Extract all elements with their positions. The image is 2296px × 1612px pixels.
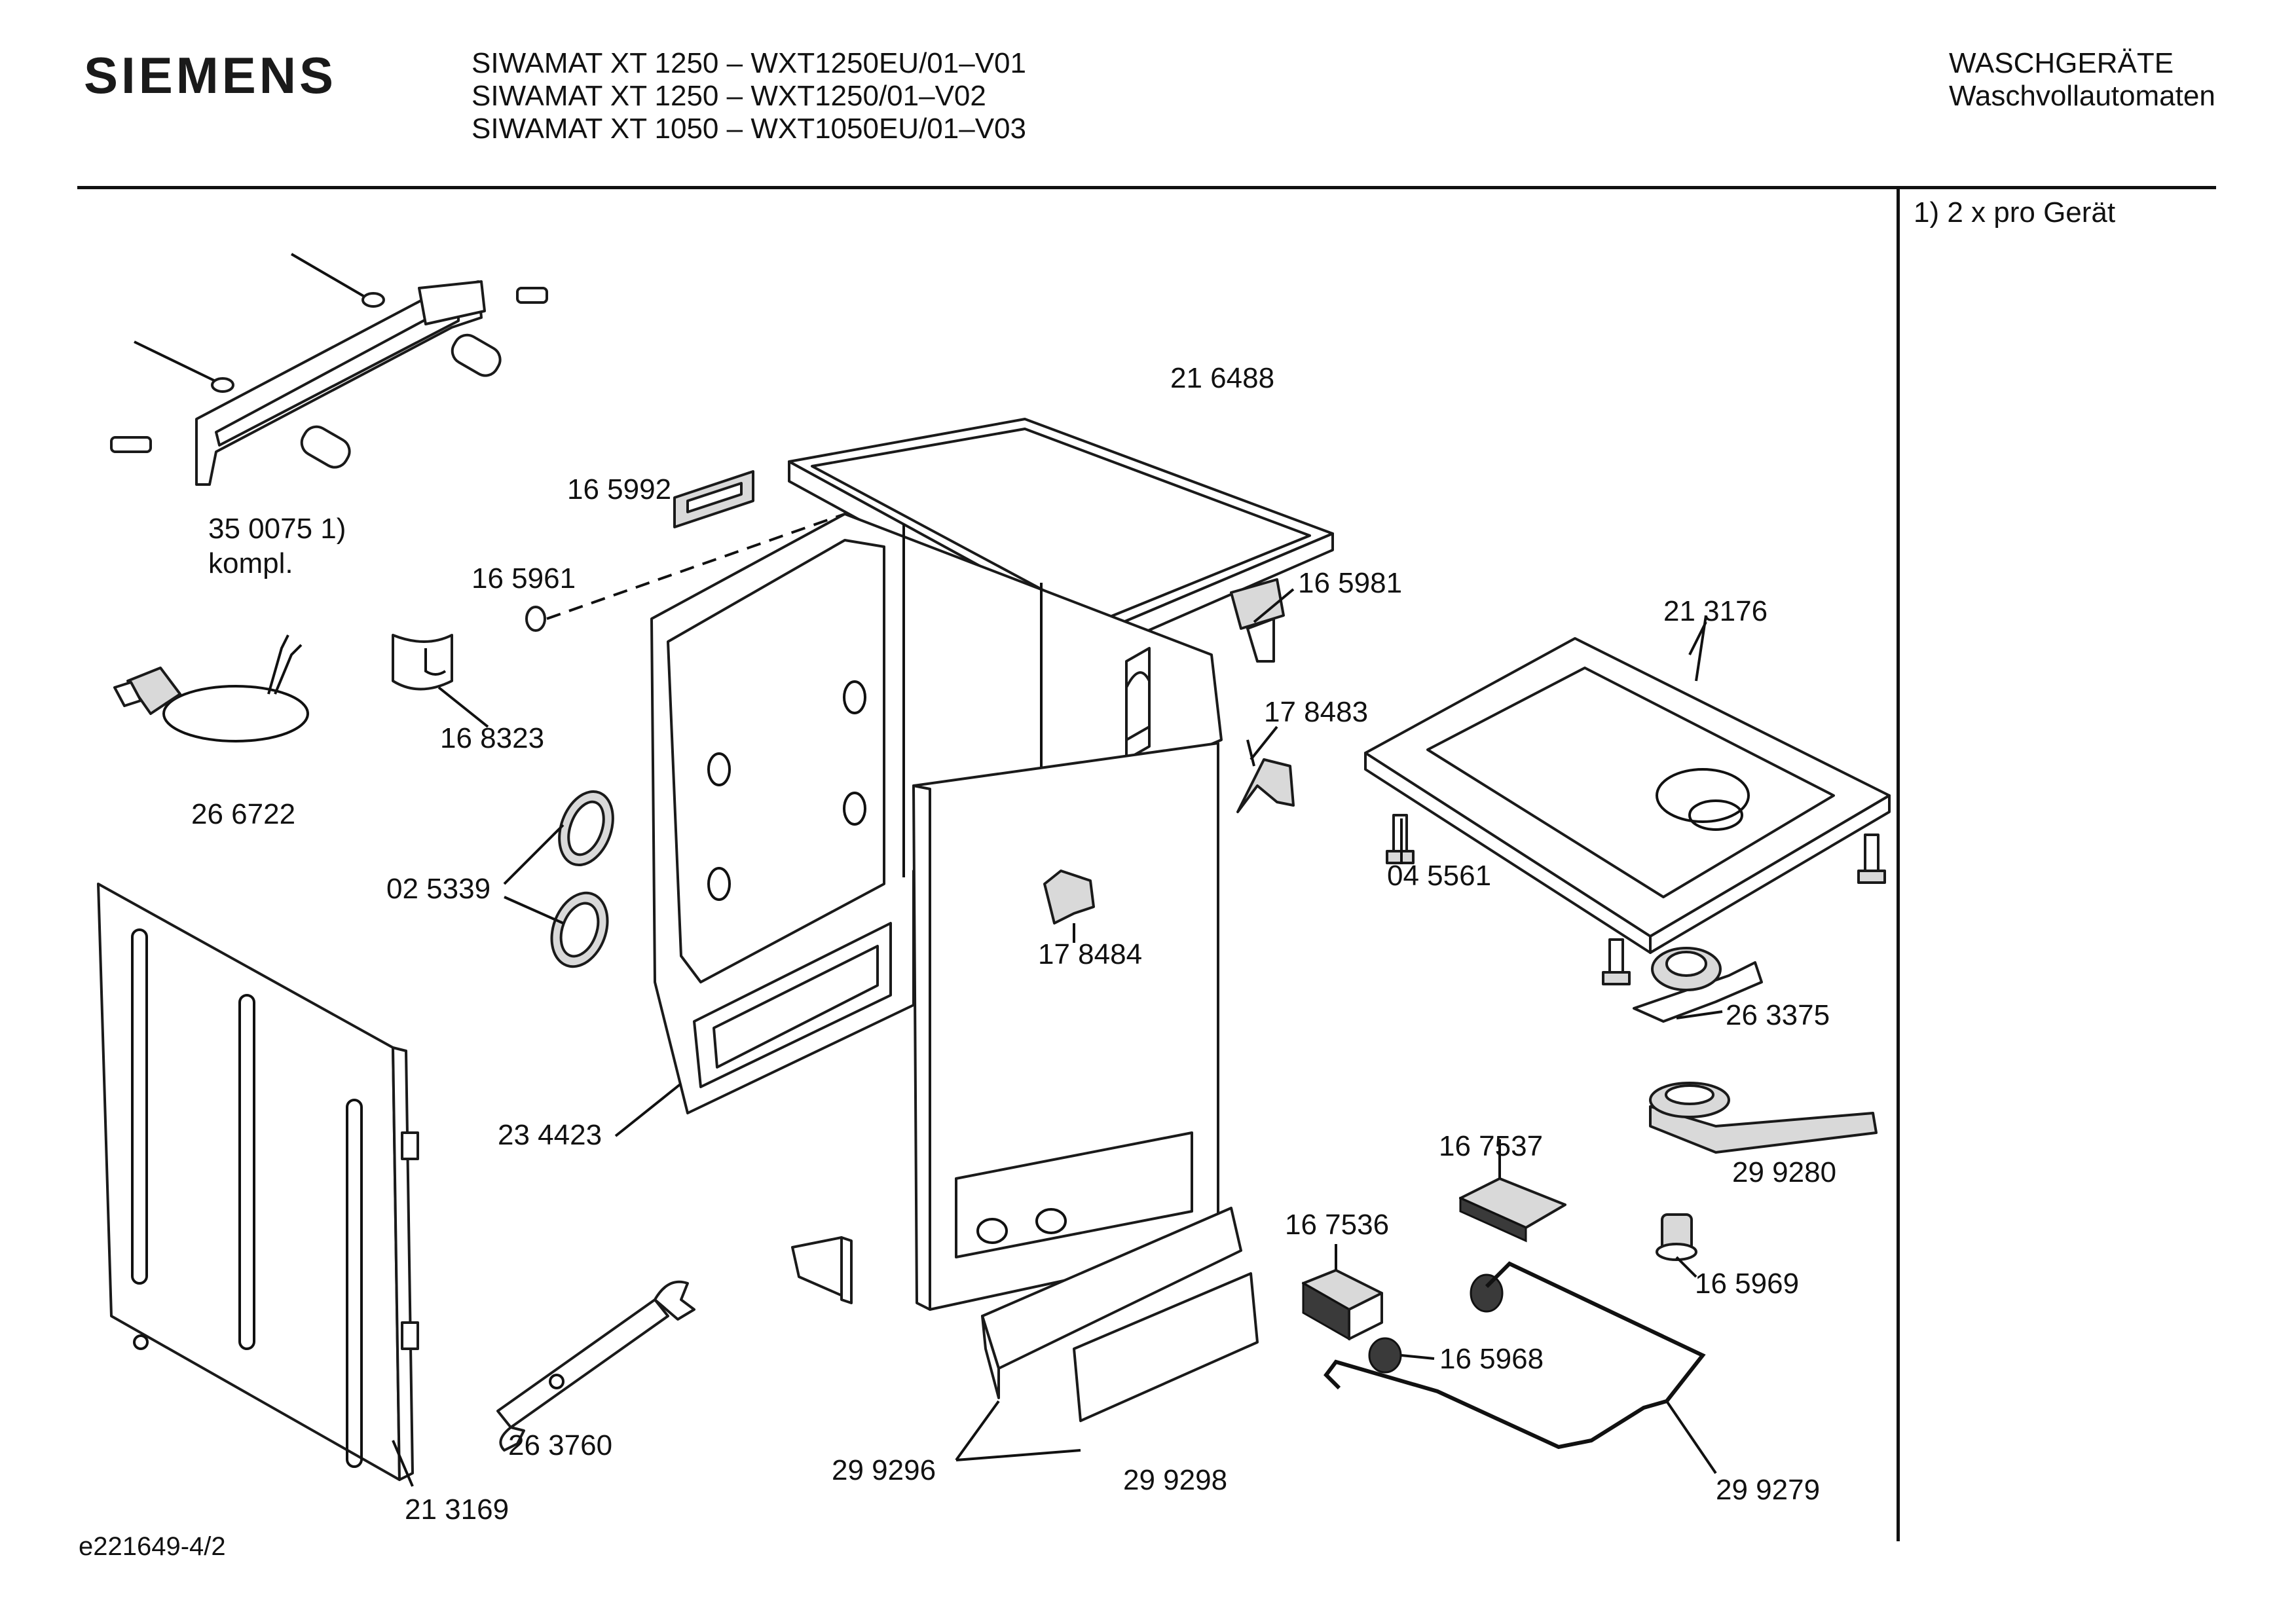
front-panel-drawing bbox=[912, 742, 1219, 1311]
sump-hose-drawing bbox=[1649, 1082, 1878, 1154]
label-35-0075: 35 0075 1) bbox=[208, 513, 346, 545]
label-21-3169: 21 3169 bbox=[405, 1493, 509, 1526]
label-16-5992: 16 5992 bbox=[567, 473, 671, 505]
label-21-3176: 21 3176 bbox=[1663, 595, 1768, 627]
hinge-clip-drawing bbox=[1230, 578, 1285, 663]
label-17-8483: 17 8483 bbox=[1264, 696, 1368, 728]
leader-lines bbox=[1073, 588, 1723, 1475]
label-29-9279: 29 9279 bbox=[1716, 1474, 1820, 1506]
label-21-6488: 21 6488 bbox=[1170, 362, 1274, 394]
label-16-5981: 16 5981 bbox=[1298, 567, 1402, 599]
brand-logo: SIEMENS bbox=[84, 46, 337, 104]
small-bracket-drawing bbox=[791, 1236, 853, 1304]
label-16-5969: 16 5969 bbox=[1695, 1268, 1799, 1300]
category-title: WASCHGERÄTE bbox=[1949, 47, 2174, 79]
label-26-3375: 26 3375 bbox=[1726, 999, 1830, 1031]
label-16-5961: 16 5961 bbox=[472, 562, 576, 595]
base-frame-drawing bbox=[1364, 615, 1891, 954]
switch-16-7537-drawing bbox=[1459, 1177, 1566, 1243]
category-subtitle: Waschvollautomaten bbox=[1949, 80, 2215, 112]
bracket-kit-drawing bbox=[110, 253, 548, 486]
label-29-9280: 29 9280 bbox=[1732, 1156, 1836, 1188]
bracket-17-8483-drawing bbox=[1236, 739, 1295, 813]
header-divider bbox=[77, 186, 2216, 189]
model-line-3: SIWAMAT XT 1050 – WXT1050EU/01–V03 bbox=[472, 113, 1026, 145]
mains-cable-drawing bbox=[113, 634, 309, 742]
spanner-tool-drawing bbox=[496, 1280, 695, 1452]
label-23-4423: 23 4423 bbox=[498, 1119, 602, 1151]
model-line-2: SIWAMAT XT 1250 – WXT1250/01–V02 bbox=[472, 80, 986, 112]
label-35-0075-kompl: kompl. bbox=[208, 547, 293, 579]
notes-divider bbox=[1897, 186, 1900, 1541]
label-16-8323: 16 8323 bbox=[440, 722, 544, 754]
label-26-3760: 26 3760 bbox=[508, 1429, 612, 1461]
footnote-1: 1) 2 x pro Gerät bbox=[1914, 196, 2116, 229]
knobs-drawing bbox=[1368, 1273, 1504, 1374]
side-panel-drawing bbox=[97, 883, 419, 1487]
model-line-1: SIWAMAT XT 1250 – WXT1250EU/01–V01 bbox=[472, 47, 1026, 79]
label-04-5561: 04 5561 bbox=[1387, 860, 1491, 892]
part-labels: 21 6488 35 0075 1) kompl. 16 5992 16 596… bbox=[191, 362, 1836, 1526]
control-panel-drawing bbox=[955, 1207, 1259, 1461]
label-16-7537: 16 7537 bbox=[1439, 1130, 1543, 1162]
label-16-5968: 16 5968 bbox=[1439, 1343, 1544, 1375]
label-16-7536: 16 7536 bbox=[1285, 1209, 1389, 1241]
switch-16-7536-drawing bbox=[1302, 1269, 1383, 1341]
wire-bracket-drawing bbox=[1324, 1261, 1706, 1450]
bracket-17-8484-drawing bbox=[1043, 870, 1095, 925]
pump-holder-drawing bbox=[1633, 947, 1763, 1023]
label-17-8484: 17 8484 bbox=[1038, 938, 1142, 970]
element-16-5969-drawing bbox=[1656, 1213, 1697, 1261]
label-29-9296: 29 9296 bbox=[832, 1454, 936, 1486]
label-26-6722: 26 6722 bbox=[191, 798, 295, 830]
door-seals-drawing bbox=[503, 790, 614, 968]
drawing-code: e221649-4/2 bbox=[79, 1532, 226, 1561]
label-29-9298: 29 9298 bbox=[1123, 1464, 1227, 1496]
label-02-5339: 02 5339 bbox=[386, 873, 491, 905]
hose-clip-drawing bbox=[392, 634, 489, 728]
cover-plate-drawing bbox=[673, 470, 754, 528]
